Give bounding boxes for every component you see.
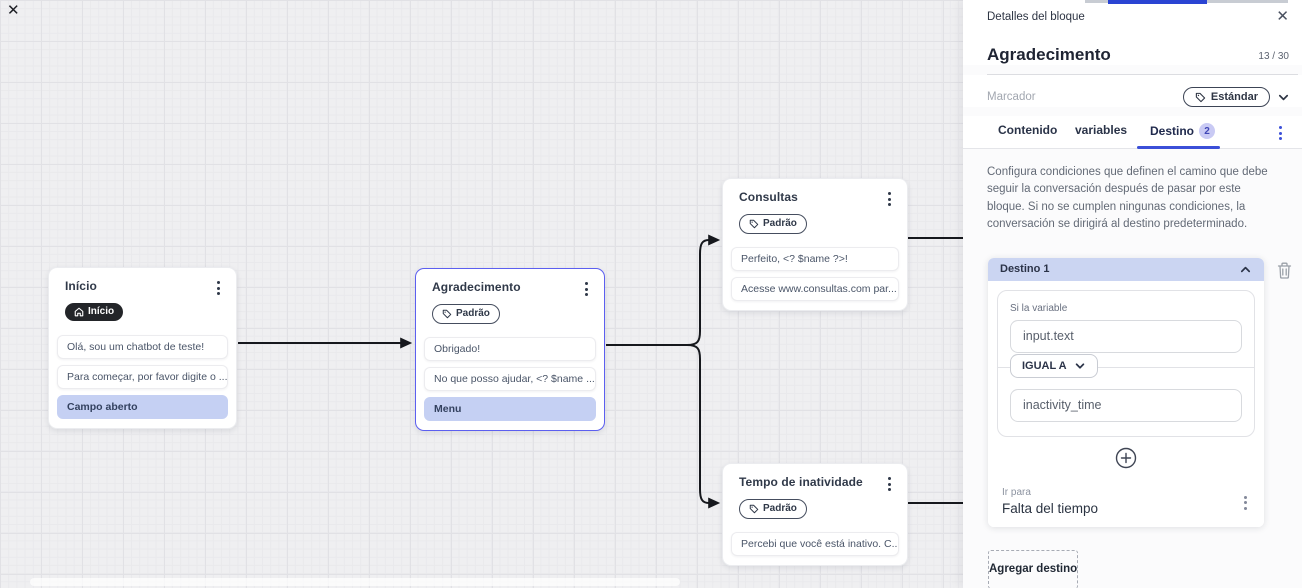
tag-icon xyxy=(1195,92,1206,102)
operator-value: IGUAL A xyxy=(1022,359,1067,372)
action-row[interactable]: Campo aberto xyxy=(57,395,228,419)
node-menu-icon[interactable] xyxy=(884,190,895,208)
go-to-value: Falta del tiempo xyxy=(1002,500,1099,516)
node-title: Consultas xyxy=(739,190,798,204)
block-name[interactable]: Agradecimento xyxy=(987,45,1111,64)
action-row[interactable]: Menu xyxy=(424,397,596,421)
char-counter: 13 / 30 xyxy=(1258,51,1289,62)
node-consultas[interactable]: Consultas Padrão Perfeito, <? $name ?>! … xyxy=(722,178,908,311)
message-row[interactable]: Obrigado! xyxy=(424,337,596,361)
plus-icon xyxy=(1115,447,1137,469)
home-icon xyxy=(74,307,84,317)
padrao-badge: Padrão xyxy=(739,214,807,234)
active-tab-indicator xyxy=(1137,146,1220,149)
panel-title: Detalles del bloque xyxy=(987,10,1085,23)
condition-label: Si la variable xyxy=(1010,302,1068,314)
go-to-label: Ir para xyxy=(1002,486,1031,498)
destination-title: Destino 1 xyxy=(1000,263,1050,276)
destination-header[interactable]: Destino 1 xyxy=(988,257,1264,281)
padrao-badge: Padrão xyxy=(432,304,500,324)
destination-card: Destino 1 Si la variable IGUAL A xyxy=(988,257,1264,527)
node-menu-icon[interactable] xyxy=(884,475,895,493)
tabs-menu-icon[interactable] xyxy=(1275,124,1286,142)
close-icon[interactable]: ✕ xyxy=(1276,8,1289,25)
message-row[interactable]: Para começar, por favor digite o ... xyxy=(57,365,228,389)
tag-icon xyxy=(749,504,759,514)
node-title: Tempo de inatividade xyxy=(739,475,863,489)
add-condition-button[interactable] xyxy=(1115,447,1137,469)
operator-select[interactable]: IGUAL A xyxy=(1010,353,1098,378)
message-row[interactable]: Olá, sou um chatbot de teste! xyxy=(57,335,228,359)
message-row[interactable]: Perfeito, <? $name ?>! xyxy=(731,247,899,271)
node-title: Início xyxy=(65,279,97,293)
go-to-row[interactable]: Ir para Falta del tiempo xyxy=(988,477,1264,527)
tab-variables[interactable]: variables xyxy=(1075,123,1128,137)
chevron-up-icon[interactable] xyxy=(1239,263,1252,276)
tab-contenido[interactable]: Contenido xyxy=(998,123,1058,137)
chevron-down-icon xyxy=(1075,363,1084,369)
add-destination-button[interactable]: Agregar destino xyxy=(988,549,1079,588)
node-menu-icon[interactable] xyxy=(213,279,224,297)
node-menu-icon[interactable] xyxy=(581,280,592,298)
divider xyxy=(987,74,1298,75)
badge-label: Início xyxy=(88,306,115,317)
marker-label: Marcador xyxy=(987,91,1036,103)
badge-label: Padrão xyxy=(456,308,490,319)
chevron-down-icon[interactable] xyxy=(1277,91,1290,104)
node-agradecimento[interactable]: Agradecimento Padrão Obrigado! No que po… xyxy=(415,268,605,431)
destination-description: Configura condiciones que definen el cam… xyxy=(987,166,1268,231)
canvas-horizontal-scrollbar[interactable] xyxy=(30,578,680,586)
padrao-badge: Padrão xyxy=(739,499,807,519)
tab-label: Destino xyxy=(1150,124,1195,138)
message-row[interactable]: No que posso ajudar, <? $name ... xyxy=(424,367,596,391)
tab-destino[interactable]: Destino 2 xyxy=(1150,123,1216,139)
delete-destination-button[interactable] xyxy=(1276,261,1293,285)
trash-icon xyxy=(1277,262,1292,279)
variable-input[interactable] xyxy=(1010,319,1242,353)
tag-icon xyxy=(749,219,759,229)
panel-scrollbar-thumb[interactable] xyxy=(1108,0,1207,4)
tag-icon xyxy=(442,309,452,319)
block-details-panel: Detalles del bloque ✕ Agradecimento 13 /… xyxy=(963,0,1302,588)
destino-count-badge: 2 xyxy=(1199,123,1216,139)
node-inicio[interactable]: Início Início Olá, sou um chatbot de tes… xyxy=(48,267,237,429)
inicio-badge: Início xyxy=(65,303,124,321)
node-title: Agradecimento xyxy=(432,280,521,294)
marker-value: Estándar xyxy=(1210,91,1258,103)
condition-card: Si la variable IGUAL A xyxy=(997,289,1255,437)
marker-select[interactable]: Estándar xyxy=(1182,87,1270,107)
canvas-close-icon[interactable]: ✕ xyxy=(7,2,20,19)
go-to-menu-icon[interactable] xyxy=(1240,494,1251,512)
badge-label: Padrão xyxy=(763,218,797,229)
message-row[interactable]: Percebi que você está inativo. C... xyxy=(731,532,899,556)
value-input[interactable] xyxy=(1010,388,1242,422)
message-row[interactable]: Acesse www.consultas.com par... xyxy=(731,277,899,301)
badge-label: Padrão xyxy=(763,503,797,514)
node-tempo-inatividade[interactable]: Tempo de inatividade Padrão Percebi que … xyxy=(722,463,908,566)
